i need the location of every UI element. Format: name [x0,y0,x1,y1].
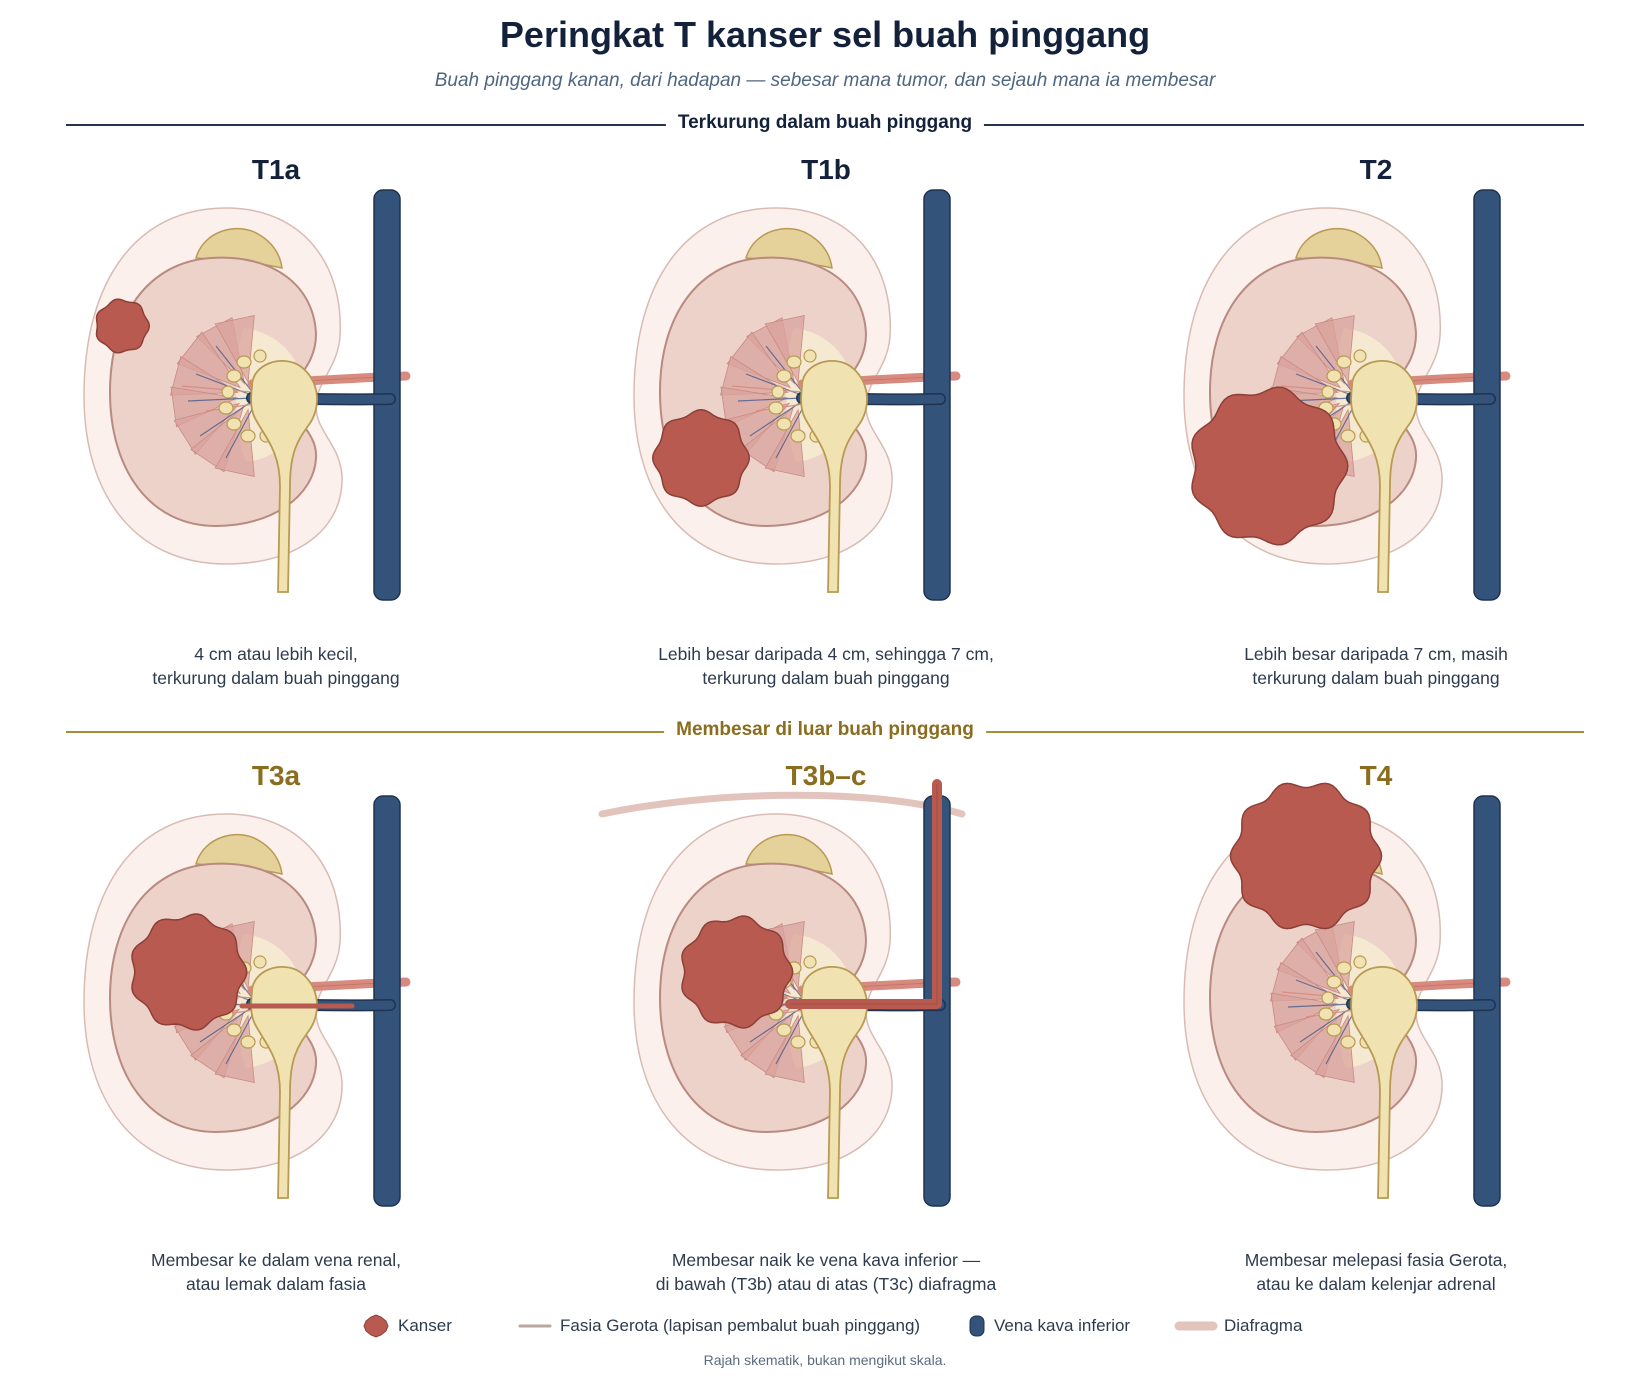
section-spread: Membesar di luar buah pinggang [66,716,1584,746]
caption-line: atau lemak dalam fasia [186,1274,366,1294]
legend-label-fascia: Fasia Gerota (lapisan pembalut buah ping… [560,1316,921,1335]
calyces [218,349,273,443]
caption-t1a: 4 cm atau lebih kecil, terkurung dalam b… [56,642,496,690]
diaphragm [598,791,966,818]
caption-line: Membesar melepasi fasia Gerota, [1244,1250,1508,1270]
caption-t2: Lebih besar daripada 7 cm, masih terkuru… [1156,642,1596,690]
legend: Kanser Fasia Gerota (lapisan pembalut bu… [0,1313,1650,1339]
panel-title-t2: T2 [1359,154,1393,185]
tumor [1229,782,1383,930]
panel-title-t3a: T3a [251,760,301,791]
legend-label-diaphragm: Diafragma [1224,1316,1303,1335]
cancer-swatch-icon [363,1314,389,1338]
aorta-stub [400,372,408,380]
caption-t3a: Membesar ke dalam vena renal, atau lemak… [56,1248,496,1296]
kidney-diagram-t4 [1183,782,1511,1207]
caption-t4: Membesar melepasi fasia Gerota, atau ke … [1156,1248,1596,1296]
page-subtitle: Buah pinggang kanan, dari hadapan — sebe… [434,70,1216,91]
tumor [1191,386,1349,546]
kidney-diagram-t3bc [598,779,966,1207]
kidney-diagram-t2 [1183,189,1511,601]
caption-line: Membesar naik ke vena kava inferior — [671,1250,981,1270]
caption-line: terkurung dalam buah pinggang [152,668,400,688]
legend-item-diaphragm: Diafragma [1174,1313,1302,1339]
panel-title-t1a: T1a [251,154,301,185]
panel-title-t3bc: T3b–c [785,760,867,791]
kidney-diagram-t1a [83,189,411,601]
diaphragm-swatch-icon [1174,1321,1218,1331]
aorta-stub [1500,978,1508,986]
renal-pyramid [214,408,255,478]
legend-item-cancer: Kanser [362,1313,452,1339]
aorta-stub [400,978,408,986]
renal-pelvis-ureter [800,360,868,593]
tumor [131,913,248,1031]
renal-pelvis-ureter [1350,966,1418,1199]
caption-line: Membesar ke dalam vena renal, [151,1250,401,1270]
caption-line: Lebih besar daripada 4 cm, sehingga 7 cm… [658,644,994,664]
caption-line: atau ke dalam kelenjar adrenal [1256,1274,1496,1294]
legend-item-fascia: Fasia Gerota (lapisan pembalut buah ping… [518,1313,920,1339]
renal-pyramid [214,1014,255,1084]
fascia-line-icon [518,1324,552,1328]
legend-label-cancer: Kanser [398,1316,452,1335]
aorta-stub [950,372,958,380]
renal-pelvis-ureter [250,966,318,1199]
tumor [95,298,151,354]
panel-title-t1b: T1b [801,154,851,185]
section-label-contained: Terkurung dalam buah pinggang [665,112,985,134]
panel-title-t4: T4 [1359,760,1393,791]
renal-pelvis-ureter [800,966,868,1199]
renal-pelvis-ureter [250,360,318,593]
caption-t1b: Lebih besar daripada 4 cm, sehingga 7 cm… [606,642,1046,690]
ivc-swatch-icon [969,1315,985,1337]
caption-line: terkurung dalam buah pinggang [702,668,950,688]
renal-pyramid [1314,1014,1355,1084]
caption-t3bc: Membesar naik ke vena kava inferior — di… [606,1248,1046,1296]
renal-pyramid [764,1014,805,1084]
section-contained: Terkurung dalam buah pinggang [66,109,1584,139]
renal-pelvis-ureter [1350,360,1418,593]
aorta-stub [1500,372,1508,380]
kidney-diagram-t1b [633,189,961,601]
tumor [681,915,794,1029]
caption-line: di bawah (T3b) atau di atas (T3c) diafra… [655,1274,997,1294]
legend-item-ivc: Vena kava inferior [968,1313,1130,1339]
aorta-stub [950,978,958,986]
caption-line: 4 cm atau lebih kecil, [194,644,358,664]
caption-line: terkurung dalam buah pinggang [1252,668,1500,688]
tumor [651,408,751,508]
kidney-diagram-t3a [83,795,411,1207]
legend-label-ivc: Vena kava inferior [994,1316,1131,1335]
section-label-spread: Membesar di luar buah pinggang [664,719,986,741]
page-title: Peringkat T kanser sel buah pinggang [499,14,1151,55]
renal-pyramid [764,408,805,478]
caption-line: Lebih besar daripada 7 cm, masih [1244,644,1508,664]
footnote: Rajah skematik, bukan mengikut skala. [703,1352,947,1368]
